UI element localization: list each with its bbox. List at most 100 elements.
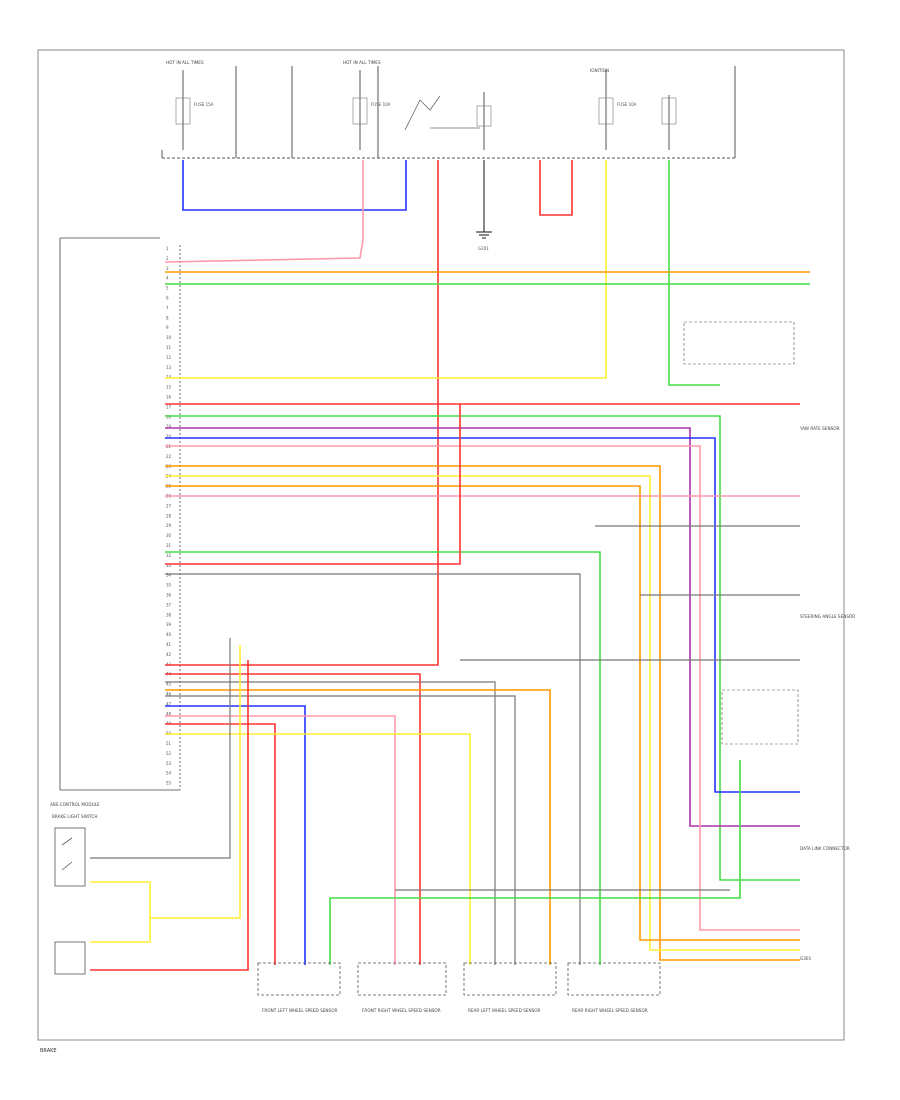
abs-pin-number: 3 [166, 266, 169, 271]
fr-sensor-label: FRONT RIGHT WHEEL SPEED SENSOR [362, 1008, 441, 1013]
fuse-box-label-1: HOT IN ALL TIMES [166, 60, 204, 65]
abs-pin-number: 41 [166, 642, 172, 647]
brake-switch-label: BRAKE LIGHT SWITCH [52, 814, 97, 819]
fuse-rating-1: FUSE 15A [194, 102, 214, 107]
abs-pin-number: 20 [166, 434, 172, 439]
wire-yellow-2 [165, 475, 800, 951]
abs-pin-number: 34 [166, 573, 172, 578]
wire-green-top [668, 160, 720, 386]
wire-green-3 [165, 551, 601, 965]
sensor-connectors [257, 962, 661, 996]
abs-pin-number: 13 [166, 365, 172, 370]
wire-orange-4 [165, 689, 551, 965]
wire-red-6 [165, 723, 276, 965]
wire-red-main [165, 160, 439, 666]
brake-switch-component [54, 827, 86, 975]
abs-pin-number: 30 [166, 533, 172, 538]
diagram-frame [37, 49, 845, 1041]
wire-gray-1 [165, 573, 581, 965]
wire-red-7 [90, 660, 249, 971]
abs-pin-number: 27 [166, 503, 172, 508]
wire-blue-top [182, 160, 407, 211]
abs-pin-number: 10 [166, 335, 172, 340]
fuse-box-label-2: HOT IN ALL TIMES [343, 60, 381, 65]
fuse-rating-3: FUSE 10A [617, 102, 637, 107]
abs-pin-number: 47 [166, 701, 172, 706]
abs-pin-number: 1 [166, 246, 169, 251]
wire-gray-5 [165, 681, 496, 965]
abs-pin-number: 42 [166, 652, 172, 657]
wire-pink-2 [165, 445, 800, 931]
fuse-box-label-3: IGNITION [590, 68, 609, 73]
ground-label-right: G301 [800, 956, 812, 961]
wire-yellow-4 [90, 645, 241, 919]
wire-blue-3 [165, 705, 306, 965]
wire-green-4 [329, 760, 741, 965]
wire-pink-top [164, 160, 364, 263]
wire-harness [90, 160, 810, 971]
wire-yellow-3 [165, 733, 471, 965]
wire-red-loop [539, 160, 573, 216]
right-components [683, 321, 799, 745]
abs-pin-number: 38 [166, 612, 172, 617]
abs-pin-number: 17 [166, 404, 172, 409]
abs-pin-number: 40 [166, 632, 172, 637]
abs-pin-number: 39 [166, 622, 172, 627]
wire-violet-1 [165, 427, 800, 827]
abs-pin-number: 46 [166, 692, 172, 697]
wire-pink-4 [165, 715, 396, 965]
abs-pin-number: 48 [166, 711, 172, 716]
abs-pin-number: 4 [166, 276, 169, 281]
abs-pin-number: 6 [166, 296, 169, 301]
abs-pin-number: 32 [166, 553, 172, 558]
ground-symbol-top [476, 160, 492, 239]
data-link-label: DATA LINK CONNECTOR [800, 846, 850, 851]
wire-orange-2 [165, 465, 800, 961]
rl-sensor-label: REAR LEFT WHEEL SPEED SENSOR [468, 1008, 541, 1013]
yaw-sensor-label: YAW RATE SENSOR [799, 426, 840, 431]
wire-red-5 [165, 673, 421, 965]
abs-pin-number: 29 [166, 523, 172, 528]
steering-sensor-label: STEERING ANGLE SENSOR [800, 614, 855, 619]
wire-gray-6 [165, 695, 516, 965]
fl-sensor-label: FRONT LEFT WHEEL SPEED SENSOR [262, 1008, 338, 1013]
abs-pin-number: 22 [166, 454, 172, 459]
abs-pin-number: 35 [166, 583, 172, 588]
abs-pin-number: 7 [166, 305, 169, 310]
abs-pin-number: 2 [166, 256, 169, 261]
ground-label-top: G201 [478, 246, 489, 251]
abs-pin-number: 16 [166, 395, 172, 400]
fuse-box [161, 66, 736, 159]
rr-sensor-label: REAR RIGHT WHEEL SPEED SENSOR [572, 1008, 648, 1013]
abs-pin-number: 36 [166, 593, 172, 598]
wire-orange-3 [165, 485, 800, 941]
wire-yellow-top [165, 160, 607, 379]
abs-pin-number: 54 [166, 771, 172, 776]
abs-pin-number: 55 [166, 781, 172, 786]
abs-pin-number: 51 [166, 741, 172, 746]
abs-pin-number: 37 [166, 602, 172, 607]
abs-pin-number: 9 [166, 325, 169, 330]
abs-pin-number: 5 [166, 286, 169, 291]
abs-pin-number: 53 [166, 761, 172, 766]
abs-pin-list: 1234567891011121314151617181920212223242… [166, 246, 172, 786]
abs-pin-number: 31 [166, 543, 172, 548]
wire-red-4 [165, 404, 461, 565]
fuse-rating-2: FUSE 10A [371, 102, 391, 107]
abs-module-label: ABS CONTROL MODULE [50, 802, 100, 807]
abs-pin-number: 19 [166, 424, 172, 429]
wire-green-2 [165, 415, 800, 881]
abs-pin-number: 52 [166, 751, 172, 756]
abs-control-module [59, 237, 181, 791]
wire-yellow-5 [90, 918, 151, 943]
diagram-code: BRAKE [40, 1048, 57, 1054]
wire-blue-2 [165, 437, 800, 793]
abs-pin-number: 11 [166, 345, 172, 350]
abs-pin-number: 12 [166, 355, 172, 360]
abs-pin-number: 15 [166, 385, 172, 390]
abs-pin-number: 45 [166, 682, 172, 687]
abs-pin-number: 8 [166, 315, 169, 320]
abs-pin-number: 33 [166, 563, 172, 568]
wire-gray-7 [90, 638, 231, 859]
